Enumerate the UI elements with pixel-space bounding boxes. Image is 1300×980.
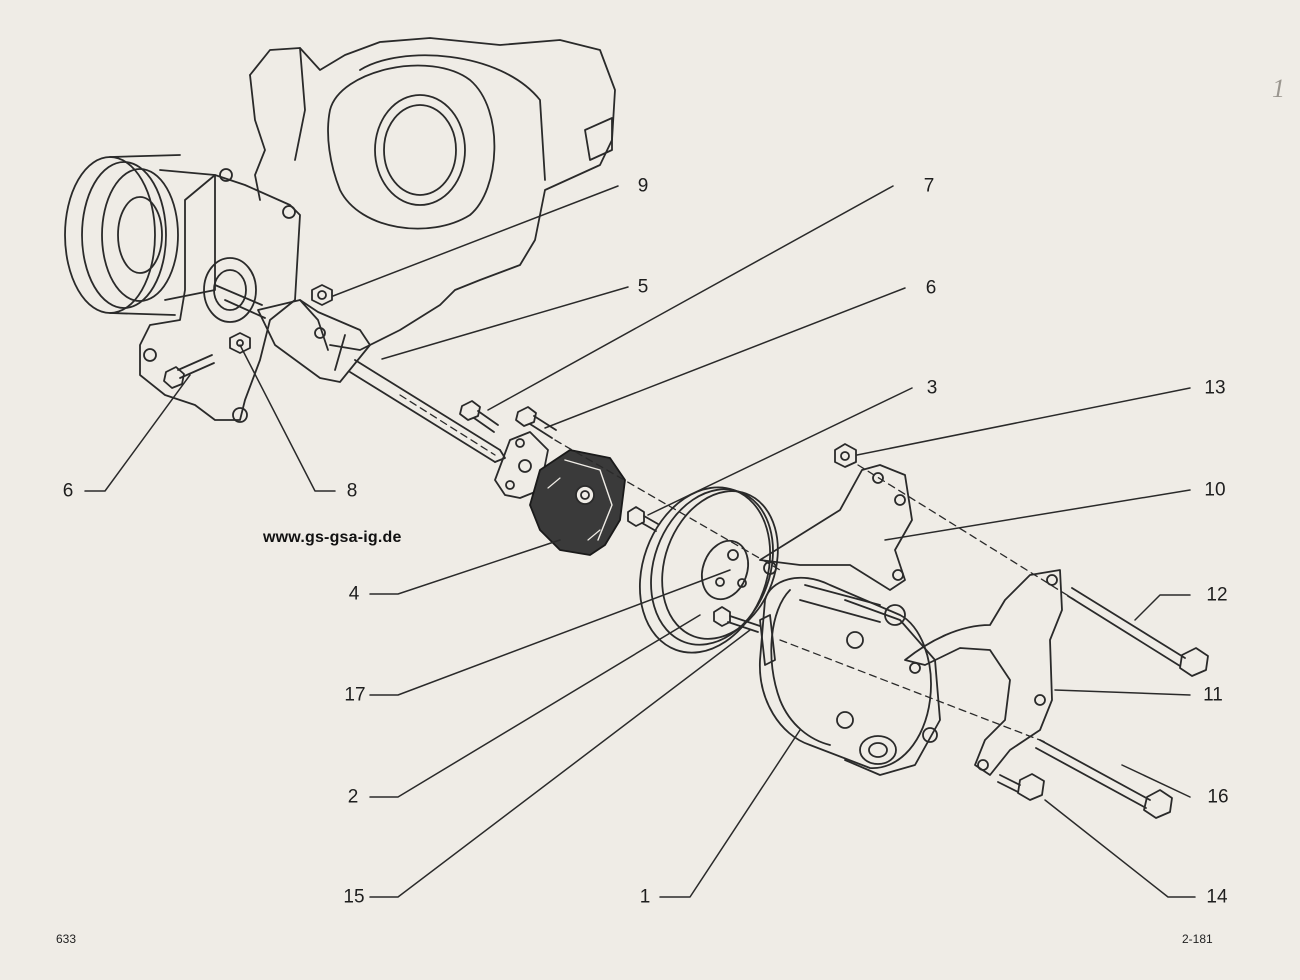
callout-12: 12 xyxy=(1206,584,1228,606)
drive-pulley xyxy=(638,486,779,654)
page-number: 633 xyxy=(56,932,77,946)
figure-reference: 2-181 xyxy=(1182,932,1213,946)
callout-10: 10 xyxy=(1204,479,1226,501)
bolt-6-flange xyxy=(515,406,557,439)
callout-5: 5 xyxy=(637,276,649,298)
washer-8 xyxy=(229,332,251,354)
callout-14: 14 xyxy=(1206,886,1228,908)
callout-1: 1 xyxy=(639,886,651,908)
nut-9 xyxy=(311,284,333,306)
callout-2: 2 xyxy=(347,786,359,808)
bolt-14 xyxy=(997,773,1045,801)
callout-4: 4 xyxy=(348,583,360,605)
callout-9: 9 xyxy=(637,175,649,197)
callout-17: 17 xyxy=(344,684,366,706)
bolt-12 xyxy=(1067,587,1209,677)
callout-11: 11 xyxy=(1203,684,1223,706)
callout-6-left: 6 xyxy=(62,480,74,502)
corner-pencil-mark: 1 xyxy=(1272,74,1285,103)
bolt-3 xyxy=(627,506,659,532)
stud-15 xyxy=(713,606,761,633)
nut-13 xyxy=(834,443,857,468)
callout-13: 13 xyxy=(1204,377,1226,399)
bolt-6-left xyxy=(163,354,215,389)
compressor-body xyxy=(759,576,941,776)
engine-bracket xyxy=(139,168,301,423)
engine-pulley xyxy=(64,154,216,316)
engine-housing xyxy=(249,37,616,351)
website-watermark: www.gs-gsa-ig.de xyxy=(263,529,402,546)
leader-lines xyxy=(84,185,1196,898)
shaft-coupling xyxy=(214,284,371,383)
bolt-16 xyxy=(1035,739,1173,819)
callout-6-upper: 6 xyxy=(925,277,937,299)
callout-15: 15 xyxy=(343,886,365,908)
callout-8: 8 xyxy=(346,480,358,502)
callout-16: 16 xyxy=(1207,786,1229,808)
bolt-7 xyxy=(459,400,499,433)
bracket-11 xyxy=(904,569,1063,776)
bracket-10 xyxy=(759,464,913,591)
drive-shaft xyxy=(349,359,506,463)
callout-7: 7 xyxy=(923,175,935,197)
callout-3: 3 xyxy=(926,377,938,399)
assembly-axis-lines xyxy=(399,394,1076,743)
rubber-coupling xyxy=(529,449,626,556)
